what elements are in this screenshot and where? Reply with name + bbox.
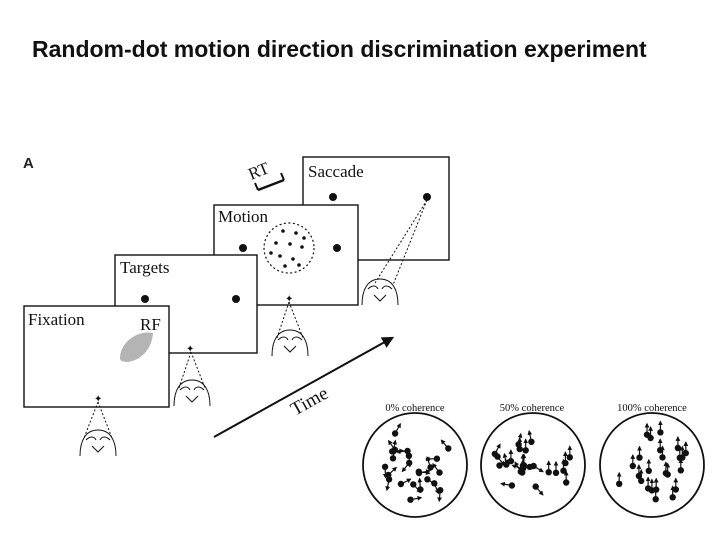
motion-dot: [391, 430, 399, 437]
motion-vector: [385, 479, 391, 492]
dots-50-coherence: [491, 430, 573, 496]
motion-vector: [432, 463, 440, 473]
motion-vector: [417, 477, 423, 490]
coherence-circle-0: [362, 412, 468, 518]
rf-label: RF: [140, 315, 161, 334]
svg-text:✦: ✦: [186, 344, 194, 355]
dots-100-coherence: [616, 420, 689, 503]
monkey-head-saccade: [361, 199, 428, 306]
motion-vector: [394, 422, 401, 434]
motion-vector: [387, 439, 396, 451]
motion-vector: [437, 490, 442, 503]
fixation-frame: [23, 305, 170, 408]
motion-vector: [517, 432, 523, 445]
motion-target-right: [333, 244, 341, 252]
motion-dot: [405, 452, 413, 459]
motion-vector: [511, 464, 524, 470]
monkey-head-fixation: [79, 401, 117, 457]
svg-text:✦: ✦: [285, 294, 293, 305]
coherence-circle-100: [599, 412, 705, 518]
targets-target-right: [232, 295, 240, 303]
targets-target-left: [141, 295, 149, 303]
motion-vector: [418, 470, 431, 476]
saccade-label: Saccade: [308, 162, 364, 181]
time-arrow: [213, 336, 395, 438]
saccade-target-left: [329, 193, 337, 201]
slide-title: Random-dot motion direction discriminati…: [32, 36, 647, 62]
motion-vector: [387, 466, 398, 476]
motion-dot: [381, 463, 389, 470]
motion-vector: [392, 448, 405, 454]
motion-vector: [410, 495, 423, 501]
coherence-label-50: 50% coherence: [500, 403, 565, 414]
motion-aperture: [263, 222, 315, 274]
rt-bracket: [257, 178, 285, 192]
saccade-target-right: [423, 193, 431, 201]
fixation-points: ✦ ✦ ✦: [94, 294, 293, 405]
motion-dot: [385, 476, 393, 483]
rt-label: RT: [246, 158, 273, 184]
time-label: Time: [287, 383, 332, 420]
motion-vector: [401, 462, 410, 473]
motion-target-left: [239, 244, 247, 252]
motion-dots: [269, 229, 306, 268]
receptive-field: [120, 332, 153, 362]
motion-vector: [527, 430, 533, 442]
svg-text:✦: ✦: [94, 394, 102, 405]
motion-vector: [427, 478, 438, 486]
motion-dot: [424, 476, 431, 483]
motion-vector: [500, 481, 513, 487]
monkey-head-targets: [173, 351, 211, 407]
motion-vector: [533, 465, 544, 473]
motion-vector: [400, 478, 412, 485]
motion-vector: [535, 486, 544, 496]
motion-label: Motion: [218, 207, 269, 226]
motion-vector: [502, 452, 508, 465]
monkey-head-motion: [271, 301, 309, 357]
coherence-label-100: 100% coherence: [617, 403, 687, 414]
panel-label: A: [23, 155, 34, 172]
motion-dot: [397, 480, 405, 488]
coherence-label-0: 0% coherence: [385, 403, 445, 414]
motion-vector: [440, 439, 449, 449]
dots-0-coherence: [381, 422, 452, 503]
motion-dot: [526, 463, 533, 471]
motion-vector: [425, 456, 432, 468]
motion-vector: [494, 443, 501, 455]
targets-label: Targets: [120, 258, 169, 277]
fixation-label: Fixation: [28, 310, 85, 329]
